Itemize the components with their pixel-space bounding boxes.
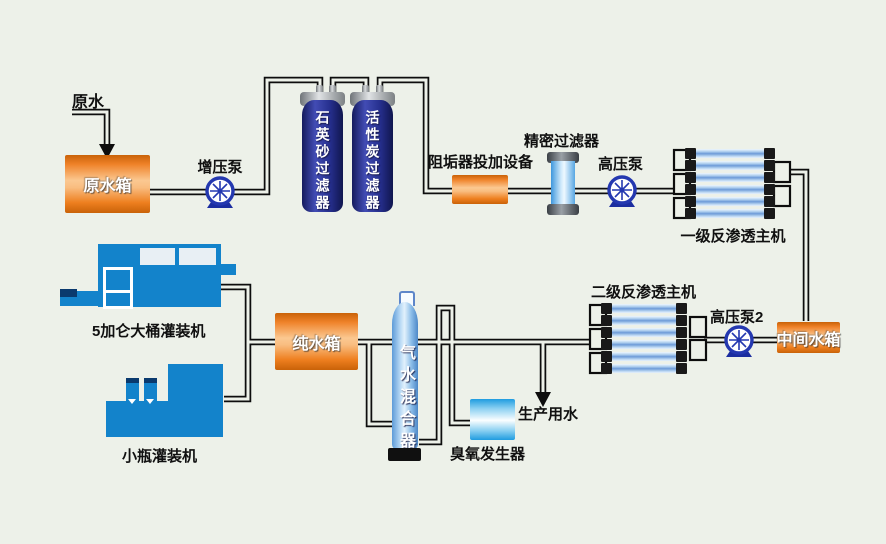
- pure-water-tank-label: 纯水箱: [292, 335, 341, 353]
- raw-water-tank: 原水箱: [65, 155, 150, 213]
- precision-filter-top-cap: [547, 152, 579, 163]
- ro2-tube: [601, 303, 687, 314]
- precision-filter-bottom-cap: [547, 204, 579, 215]
- precision-filter-label: 精密过滤器: [524, 133, 600, 150]
- ro1-tube: [685, 184, 775, 195]
- quartz-filter-label: 石英砂过滤器: [314, 110, 331, 212]
- bottle-icon: [126, 378, 139, 404]
- raw-water-arrowhead: [99, 144, 115, 159]
- antiscalant-doser-box: [452, 175, 508, 204]
- booster-pump-label: 增压泵: [197, 159, 243, 176]
- carbon-filter-port-left: [362, 85, 369, 93]
- raw-water-label: 原水: [72, 94, 105, 111]
- ozone-generator: [470, 399, 515, 440]
- pure-water-tank: 纯水箱: [275, 313, 358, 370]
- ro-stage1-label: 一级反渗透主机: [680, 228, 786, 245]
- ro1-tube: [685, 160, 775, 171]
- quartz-filter-port-right: [329, 85, 336, 93]
- production-water-label: 生产用水: [518, 406, 579, 423]
- carbon-filter: 活性炭过滤器: [352, 100, 393, 212]
- quartz-filter-port-left: [316, 85, 323, 93]
- hp-pump2-label: 高压泵2: [710, 309, 764, 326]
- bottle-icon: [144, 378, 157, 404]
- carbon-filter-label: 活性炭过滤器: [364, 110, 381, 212]
- ozone-generator-label: 臭氧发生器: [450, 446, 526, 463]
- ro1-tube: [685, 172, 775, 183]
- hp-pump1-icon: [607, 175, 637, 207]
- gallon-filler-label: 5加仑大桶灌装机: [92, 323, 206, 340]
- raw-water-tank-label: 原水箱: [83, 178, 132, 195]
- gas-water-mixer: 气水混合器: [392, 302, 418, 454]
- mid-water-tank-label: 中间水箱: [776, 331, 841, 349]
- ro2-tube: [601, 351, 687, 362]
- bottle-filler-label: 小瓶灌装机: [122, 448, 198, 465]
- ro1-tube: [685, 196, 775, 207]
- mixer-base: [388, 448, 421, 461]
- booster-pump-icon: [205, 176, 235, 208]
- gallon-filler-window: [179, 248, 216, 265]
- gallon-filler-door: [103, 267, 133, 309]
- bottle-filler-tower: [168, 364, 223, 437]
- hp-pump2-icon: [724, 325, 754, 357]
- ro2-tube: [601, 327, 687, 338]
- mixer-label: 气水混合器: [397, 344, 414, 454]
- antiscalant-doser-label: 阻垢器投加设备: [428, 154, 534, 171]
- carbon-filter-port-right: [376, 85, 383, 93]
- mid-water-tank: 中间水箱: [776, 322, 841, 353]
- ro1-tube: [685, 148, 775, 159]
- production-water-arrowhead: [535, 392, 551, 407]
- ro2-tube: [601, 339, 687, 350]
- gallon-filler-window: [140, 248, 175, 265]
- quartz-filter: 石英砂过滤器: [302, 100, 343, 212]
- gallon-filler-tab: [221, 264, 236, 275]
- ro1-tube: [685, 208, 775, 219]
- precision-filter-body: [551, 161, 575, 206]
- bottle-filler-body: [106, 401, 170, 437]
- ro-stage2-label: 二级反渗透主机: [591, 284, 697, 301]
- gallon-filler-conveyor-end: [60, 289, 77, 297]
- ro2-tube: [601, 363, 687, 374]
- hp-pump1-label: 高压泵: [598, 156, 644, 173]
- ro2-tube: [601, 315, 687, 326]
